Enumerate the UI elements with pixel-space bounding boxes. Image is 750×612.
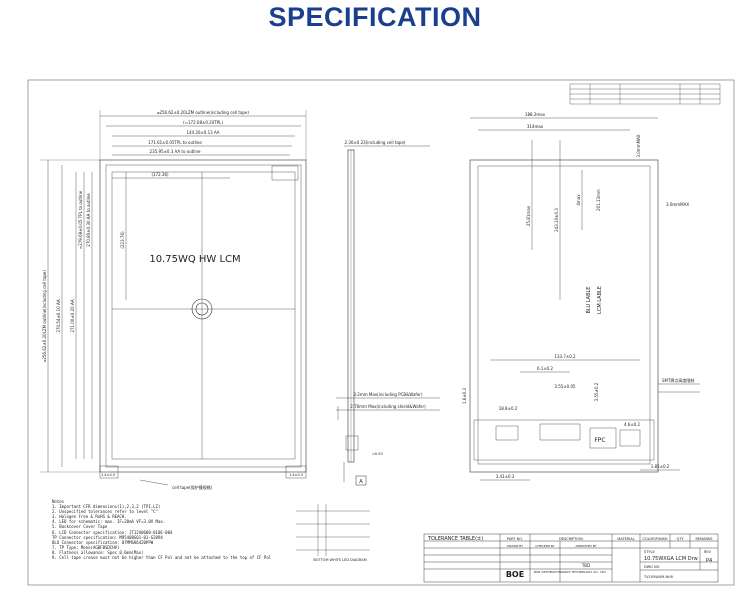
rear-dim-mid-3: 18.8±0.2 [499, 406, 518, 411]
page-title: SPECIFICATION [268, 2, 482, 32]
rear-dim-bot-1: 3.41±0.3 [496, 474, 515, 479]
note-line: 3. Halogen Free & RoHS & REACH. [52, 514, 127, 520]
cell-tape-label: cell tape(保护膜规格) [172, 484, 213, 490]
rev-value: P4 [706, 558, 712, 564]
rear-note-right: SMT焊点高度限制 [662, 377, 694, 383]
rear-dim-v4: 4max [576, 194, 581, 206]
rear-dim-right-1: 3.0mmMAX [636, 134, 641, 157]
color-label: COLOR/FINISH [643, 537, 668, 541]
part-no-label: PART NO. [507, 537, 523, 541]
dim-top-3: 144.20±0.13 AA [186, 130, 219, 135]
dim-inner: (172.36) [151, 172, 169, 177]
active-area [111, 171, 296, 460]
dim-left-2: 270.54±0.10 AA [56, 299, 61, 332]
corner-dim-left: 1.4±0.3 [101, 473, 115, 477]
note-line: 6. LCD Connector specification: JT12A060… [52, 529, 173, 535]
company-full: BOE OPTOELECTRONICS TECHNOLOGY CO., LTD. [534, 570, 607, 574]
corner-dim-right: 1.4±0.3 [289, 473, 303, 477]
rear-dim-mid-5: 3.55±0.2 [594, 382, 599, 401]
note-line: 2. Unspecified tolerances refer to level… [52, 509, 158, 515]
corner-mark [271, 165, 299, 181]
style-label: STYLE [644, 550, 655, 554]
dim-top-2: (≈172.08±0.20TPL) [183, 120, 223, 125]
lcm-bezel [105, 164, 302, 468]
rear-view [469, 117, 700, 481]
product-name: 10.75WXGA LCM Drw [644, 556, 698, 562]
rear-dim-v3: 201.13mm [596, 189, 601, 211]
rear-dim-v1: 25.81max [526, 205, 531, 226]
rear-dim-mid-6: 4.6±0.2 [624, 422, 641, 427]
tolerance-label: TOLERANCE TABLE(±) [427, 536, 483, 542]
note-line: 8. Flatness allowance: Spec 0.6mm(Max) [52, 549, 144, 555]
description-label: DESCRIPTION [559, 537, 583, 541]
qty-label: QTY [676, 537, 684, 541]
pcb-area [473, 419, 655, 461]
rear-dim-right-2: 3.0mmMAX [666, 202, 689, 207]
side-dim-bottom: ≈0.50 [372, 452, 383, 456]
rear-dim-top-2: 314max [527, 124, 544, 129]
rear-dim-mid-4: 3.55±0.05 [554, 384, 576, 389]
note-line: 7. TP Type: Mono(AGBFBSDCHV) [52, 544, 120, 550]
lcm-outline [99, 159, 307, 473]
rev-label: REV [704, 550, 712, 554]
front-view [40, 110, 307, 486]
datum-a: A [359, 479, 363, 485]
note-line: BLU Connector specification: 07MMSK6420P… [52, 539, 154, 545]
note-line: 4. LED for schematic: max. IF=20mA VF=3.… [52, 519, 166, 525]
dim-top-4: 171.61±0.05TPL to outline [148, 140, 202, 145]
side-dim-1: 3.2mm Max(including PCB&Wafer) [353, 392, 422, 397]
rear-dim-mid-1: 133.7±0.2 [554, 354, 576, 359]
dim-left-4: ≈279.69±0.05 TPL to outline [78, 190, 83, 249]
note-line: 5. Backcover Cover Tape [52, 524, 108, 530]
drawing-frame [27, 79, 735, 586]
blu-label: BLU LABLE [586, 287, 592, 314]
dwg-no-label: DWG NO. [644, 565, 660, 569]
checked-label: CHECKED BY [535, 544, 554, 548]
note-line: TP Connector specification: M95408G01-01… [52, 534, 163, 540]
schematic-caption: BOTTOM WHITE LED DIAGRAM [313, 558, 366, 562]
rear-dim-v2: 243.10±0.3 [554, 208, 559, 232]
dim-left-3: 271.00±0.20 AA [70, 299, 75, 332]
led-schematic [296, 504, 370, 556]
note-line: Notes [52, 499, 65, 504]
rear-dim-mid-2: 6.1±0.2 [537, 366, 554, 371]
dim-top-1: ⌀256.62±0.20LZM outline(including cell t… [157, 110, 249, 115]
title-block [423, 533, 719, 583]
company-logo: BOE [506, 570, 524, 579]
note-line: 1. Important CFR dimensions(1),2,3,2 (TP… [52, 504, 161, 510]
dim-vert-inner: (223.76) [120, 231, 125, 249]
remarks-label: REMARKS [695, 537, 713, 541]
dim-top-5: 235.95±0.3 AA to outline [150, 149, 201, 154]
drawing-notes: Notes 1. Important CFR dimensions(1),2,3… [52, 499, 292, 560]
material-label: MATERIAL [617, 537, 634, 541]
side-dim-top: 2.30±0.23(including cell tape) [345, 140, 406, 145]
drawn-label: DRAWN BY [507, 544, 523, 548]
revision-table [569, 83, 721, 105]
lcm-label-rear: LCM LABLE [597, 286, 603, 314]
rear-dim-side: 1.6±0.3 [462, 388, 467, 405]
center-mark [191, 298, 213, 320]
side-dim-2: 2.70mm Max(including shield&Wafer) [350, 404, 426, 409]
dim-left-1: ⌀256.62±0.20LZM outline(including cell t… [42, 270, 47, 362]
dim-left-5: 270.80±0.30 AA to outline [86, 193, 91, 247]
rear-dim-top-1: 188.2max [525, 112, 546, 117]
side-view [336, 145, 440, 486]
approved-label: APPROVED BY [575, 544, 596, 548]
rear-dim-bot-2: 1.85±0.2 [651, 464, 670, 469]
lcm-label: 10.75WQ HW LCM [149, 254, 240, 265]
fpc-label: FPC [594, 437, 605, 444]
dwg-no-value: TV105WUM-NH0 [643, 575, 673, 579]
scale-value: TBD [581, 563, 590, 568]
note-line: 9. Cell tape crease must not be higher t… [52, 555, 272, 561]
